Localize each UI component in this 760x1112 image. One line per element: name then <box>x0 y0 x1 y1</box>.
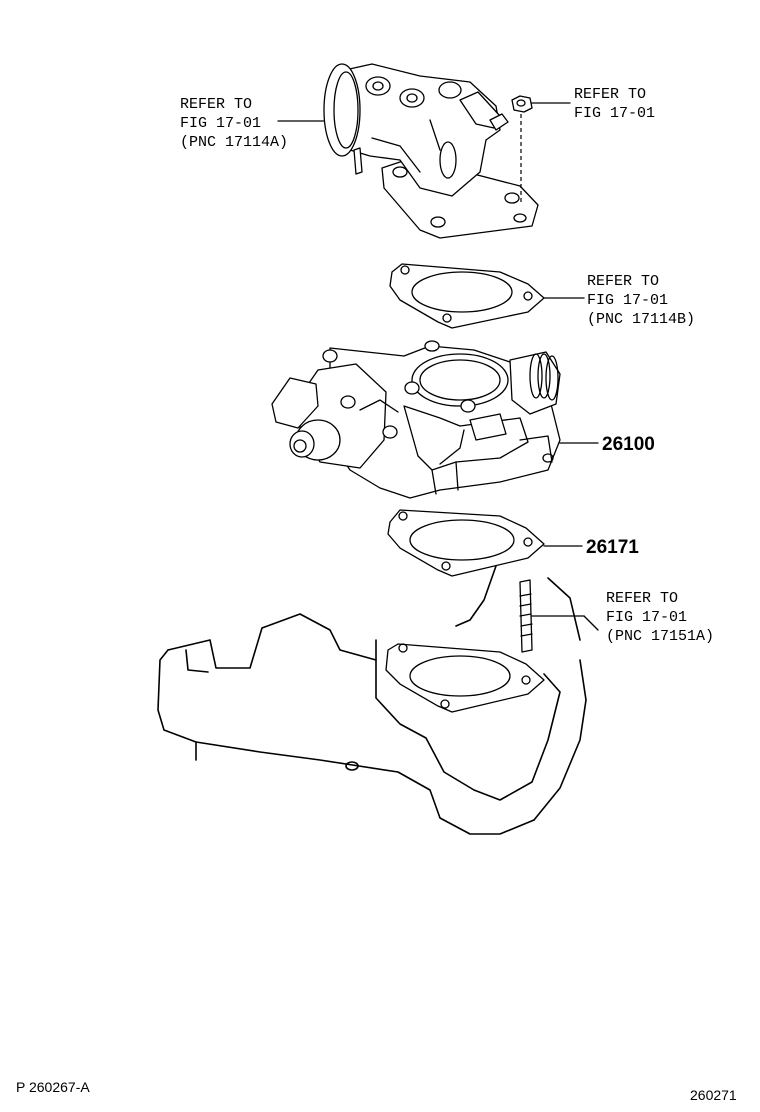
callout-text: FIG 17-01 <box>587 292 668 309</box>
upper-gasket <box>389 263 545 329</box>
callout-text: FIG 17-01 <box>180 115 261 132</box>
part-number-26100: 26100 <box>602 434 655 455</box>
callout-text: REFER TO <box>180 96 252 113</box>
throttle-body <box>271 340 561 499</box>
callout-top-left: REFER TO FIG 17-01 (PNC 17114A) <box>180 96 325 151</box>
callout-text: (PNC 17114B) <box>587 311 695 328</box>
figure-number: 260271 <box>690 1087 737 1103</box>
intake-plenum <box>157 565 587 835</box>
lower-gasket <box>387 509 545 577</box>
callout-text: REFER TO <box>574 86 646 103</box>
stud-bolt <box>519 579 533 653</box>
callout-top-right: REFER TO FIG 17-01 <box>531 86 655 122</box>
callout-text: FIG 17-01 <box>606 609 687 626</box>
nut <box>511 95 533 113</box>
leader-stud-tail <box>583 615 599 631</box>
figure-code: P 260267-A <box>16 1079 90 1095</box>
callout-text: REFER TO <box>587 273 659 290</box>
part-number-26171: 26171 <box>586 537 639 558</box>
callout-text: (PNC 17114A) <box>180 134 288 151</box>
callout-gasket-upper: REFER TO FIG 17-01 (PNC 17114B) <box>543 273 695 328</box>
callout-stud: REFER TO FIG 17-01 (PNC 17151A) <box>606 590 714 645</box>
callout-text: FIG 17-01 <box>574 105 655 122</box>
callout-text: REFER TO <box>606 590 678 607</box>
callout-text: (PNC 17151A) <box>606 628 714 645</box>
intake-air-connector <box>323 63 539 239</box>
